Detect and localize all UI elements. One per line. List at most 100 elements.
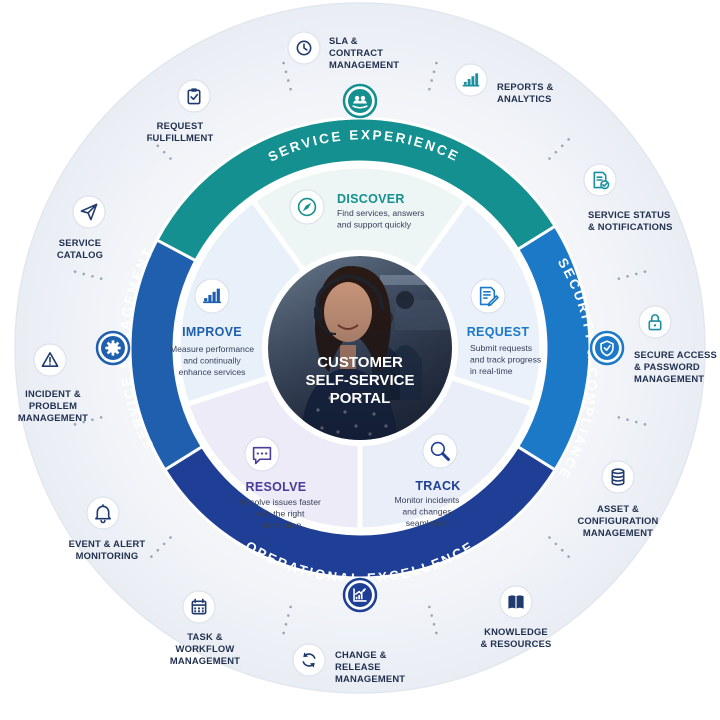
- segment-desc-improve: Measure performance: [170, 344, 254, 354]
- shield-icon: [600, 340, 614, 357]
- segment-desc-improve: and continually: [183, 356, 241, 366]
- outer-label-change: MANAGEMENT: [335, 673, 405, 684]
- ring-badge-shield: [589, 330, 625, 366]
- separator-dot: [560, 548, 564, 552]
- outer-dotted-separators: [73, 61, 647, 635]
- segment-desc-discover: Find services, answers: [337, 208, 424, 218]
- separator-dot: [560, 144, 564, 148]
- outer-label-sla: CONTRACT: [329, 47, 383, 58]
- refresh-icon: [292, 643, 326, 677]
- bell-icon: [86, 496, 120, 530]
- separator-dot: [150, 138, 153, 141]
- separator-dot: [169, 157, 172, 160]
- outer-label-reports: ANALYTICS: [497, 93, 552, 104]
- outer-label-catalog: CATALOG: [57, 249, 103, 260]
- outer-label-knowledge: KNOWLEDGE: [484, 626, 548, 637]
- separator-dot: [617, 416, 621, 419]
- separator-dot: [617, 277, 621, 280]
- segment-desc-request: Submit requests: [470, 343, 532, 353]
- separator-dot: [162, 150, 166, 154]
- segment-title-improve: IMPROVE: [182, 325, 242, 339]
- outer-label-request-fulfillment: REQUEST: [157, 120, 204, 131]
- segment-desc-track: and changes: [402, 507, 451, 517]
- separator-dot: [643, 270, 647, 273]
- segment-desc-track: Monitor incidents: [395, 495, 460, 505]
- ring-icons: [95, 83, 625, 613]
- segment-title-track: TRACK: [415, 479, 460, 493]
- separator-dot: [169, 536, 172, 539]
- separator-dot: [567, 555, 570, 558]
- outer-label-task: TASK &: [187, 631, 222, 642]
- outer-label-sla: MANAGEMENT: [329, 59, 399, 70]
- segment-desc-resolve: with the right: [255, 509, 305, 519]
- outer-label-asset: CONFIGURATION: [577, 515, 658, 526]
- outer-label-status: & NOTIFICATIONS: [588, 221, 673, 232]
- segment-block-track: TRACK Monitor incidents and changesseamles…: [395, 433, 460, 528]
- support-agent-photo: [268, 256, 452, 440]
- outer-label-secure: MANAGEMENT: [634, 373, 704, 384]
- separator-dot: [73, 423, 77, 426]
- clipboard-check-icon: [177, 79, 211, 113]
- separator-dot: [567, 138, 570, 141]
- separator-dot: [554, 150, 558, 154]
- ring-bands: [128, 116, 592, 580]
- separator-dot: [643, 423, 647, 426]
- document-pen-icon: [470, 278, 506, 314]
- outer-label-asset: ASSET &: [597, 503, 639, 514]
- outer-label-incident: INCIDENT &: [25, 388, 81, 399]
- segment-desc-improve: enhance services: [179, 367, 246, 377]
- bar-chart-icon: [454, 63, 488, 97]
- chart-up-icon: [353, 588, 367, 602]
- separator-dot: [287, 614, 290, 617]
- calendar-icon: [182, 590, 216, 624]
- separator-dot: [289, 605, 292, 609]
- separator-dot: [284, 622, 288, 626]
- outer-label-change: RELEASE: [335, 661, 381, 672]
- outer-item-reports: REPORTS &ANALYTICS: [454, 63, 553, 104]
- segment-desc-request: and track progress: [470, 355, 541, 365]
- separator-dot: [548, 536, 551, 539]
- book-icon: [499, 585, 533, 619]
- separator-dot: [428, 605, 431, 609]
- separator-dot: [435, 631, 438, 635]
- paper-plane-icon: [72, 195, 106, 229]
- center-portal: CUSTOMER SELF-SERVICE PORTAL: [262, 250, 458, 446]
- center-title-line-3: PORTAL: [330, 390, 391, 407]
- compass-icon: [289, 189, 325, 225]
- database-icon: [601, 460, 635, 494]
- outer-item-status: SERVICE STATUS& NOTIFICATIONS: [583, 163, 673, 232]
- separator-dot: [634, 420, 638, 424]
- separator-dot: [289, 87, 292, 91]
- segment-block-request: REQUEST Submit requests and track progress…: [467, 278, 541, 376]
- separator-dot: [435, 61, 438, 65]
- separator-dot: [284, 70, 288, 74]
- segment-title-request: REQUEST: [467, 325, 530, 339]
- ring-badge-chart: [342, 577, 378, 613]
- separator-dot: [548, 157, 551, 160]
- outer-label-incident: PROBLEM: [29, 400, 77, 411]
- segment-title-resolve: RESOLVE: [246, 480, 307, 494]
- gear-icon: [105, 340, 121, 356]
- separator-dot: [432, 622, 436, 626]
- outer-label-event: EVENT & ALERT: [69, 538, 146, 549]
- segment-block-resolve: RESOLVE Resolve issues faster with the rig…: [239, 436, 321, 530]
- center-title-line-1: CUSTOMER: [317, 354, 403, 371]
- segment-desc-track: seamlessly: [406, 518, 449, 528]
- separator-dot: [73, 270, 77, 273]
- outer-label-change: CHANGE &: [335, 649, 387, 660]
- segment-desc-resolve: Resolve issues faster: [239, 497, 321, 507]
- separator-dot: [99, 416, 103, 419]
- outer-label-status: SERVICE STATUS: [588, 209, 671, 220]
- segment-desc-resolve: information: [259, 520, 302, 530]
- outer-label-incident: MANAGEMENT: [18, 412, 88, 423]
